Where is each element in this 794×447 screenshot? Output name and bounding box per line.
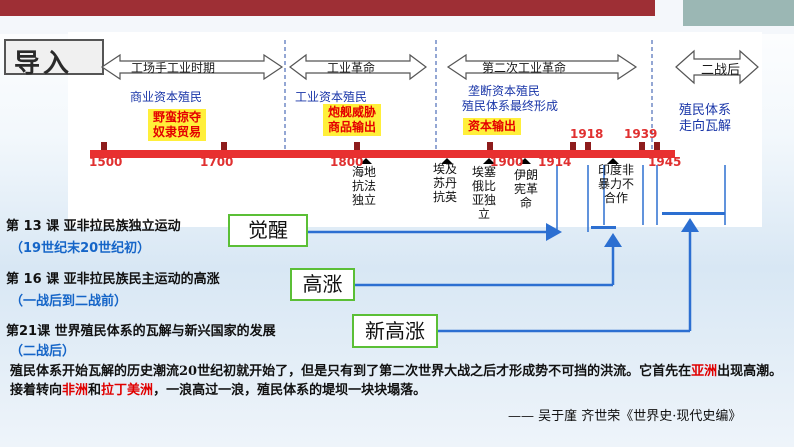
highlight-gunboat: 炮舰威胁 商品输出 [323,104,382,136]
quote-latin-america: 拉丁美洲 [101,383,154,398]
quote-part3: ，一浪高过一浪，殖民体系的堤坝一块块塌落。 [153,383,427,398]
tag-new-rise: 新高涨 [352,314,438,348]
highlight-gunboat-line2: 商品输出 [328,120,377,134]
top-red-bar [0,0,655,16]
tag-awakening: 觉醒 [228,214,308,247]
tick-1914 [570,142,576,150]
year-1914: 1914 [538,155,572,169]
pointer-iran [519,158,531,164]
highlight-plunder: 野蛮掠夺 奴隶贸易 [148,109,207,141]
caption-monopoly-1: 垄断资本殖民 [468,84,541,98]
period-bar-postwar [662,212,725,215]
highlight-plunder-line1: 野蛮掠夺 [153,110,202,124]
slide-title: 导入 [14,49,73,79]
pointer-egypt [441,158,453,164]
period-arrow-1 [100,53,284,81]
event-iran: 伊朗宪革命 [513,168,538,210]
arrow-newrise-head [681,218,699,232]
tick-1918 [585,142,591,150]
highlight-gunboat-line1: 炮舰威胁 [328,105,377,119]
tick-1700 [221,142,227,150]
highlight-capital-export: 资本输出 [463,118,522,135]
event-ethiopia: 埃塞俄比亚独立 [471,165,496,221]
tick-1800 [354,142,360,150]
lesson-13-period: （19世纪末20世纪初） [10,241,151,256]
caption-commercial-capital: 商业资本殖民 [130,90,203,104]
year-1945: 1945 [648,155,682,169]
pointer-haiti [360,158,372,164]
period-label-industrial: 工业革命 [327,61,376,75]
tag-rise: 高涨 [290,268,355,301]
year-1900: 1900 [490,155,524,169]
event-haiti: 海地抗法独立 [351,165,376,207]
period-arrow-2 [289,53,427,81]
period-label-second-industrial: 第二次工业革命 [482,61,567,75]
quote-paragraph: 殖民体系开始瓦解的历史潮流20世纪初就开始了，但是只有到了第二次世界大战之后才形… [10,362,788,400]
caption-monopoly-2: 殖民体系最终形成 [462,99,559,113]
year-1800: 1800 [330,155,364,169]
period-arrow-3 [446,53,638,81]
quote-asia: 亚洲 [691,364,718,379]
lesson-16-period: （一战后到二战前） [10,294,128,309]
period-label-postwar: 二战后 [701,63,741,78]
pointer-ethiopia [483,158,495,164]
lesson-21-period: （二战后） [10,344,76,359]
timeline-bar [90,150,675,158]
year-1500: 1500 [89,155,123,169]
caption-postwar-1: 殖民体系 [679,103,732,118]
tick-1939 [639,142,645,150]
pointer-india [607,158,619,164]
quote-part2: 出现高潮。接着转向 [10,364,783,398]
period-label-handicraft: 工场手工业时期 [131,61,216,75]
tick-1945 [654,142,660,150]
period-bar-interwar [591,226,616,229]
slide-title-box: 导入 [4,39,104,79]
year-1939: 1939 [624,127,658,141]
period-arrow-4 [675,49,759,85]
caption-postwar-2: 走向瓦解 [679,119,732,134]
quote-and: 和 [88,383,102,398]
lesson-13-title: 第 13 课 亚非拉民族独立运动 [6,219,181,234]
tick-1900 [487,142,493,150]
arrow-awakening-head [546,223,562,241]
lesson-21-title: 第21课 世界殖民体系的瓦解与新兴国家的发展 [6,324,276,339]
year-1918: 1918 [570,127,604,141]
quote-part1: 殖民体系开始瓦解的历史潮流20世纪初就开始了，但是只有到了第二次世界大战之后才形… [10,364,692,379]
tick-1500 [101,142,107,150]
highlight-plunder-line2: 奴隶贸易 [153,125,202,139]
event-india: 印度非暴力不合作 [597,163,634,205]
year-1700: 1700 [200,155,234,169]
quote-africa: 非洲 [62,383,89,398]
top-accent-bar [683,0,794,26]
arrow-rise-head [604,233,622,247]
lesson-16-title: 第 16 课 亚非拉民族民主运动的高涨 [6,272,220,287]
caption-industrial-capital: 工业资本殖民 [295,90,368,104]
event-egypt-sudan: 埃及苏丹抗英 [432,162,457,204]
quote-source: —— 吴于廑 齐世荣《世界史·现代史编》 [508,409,742,424]
